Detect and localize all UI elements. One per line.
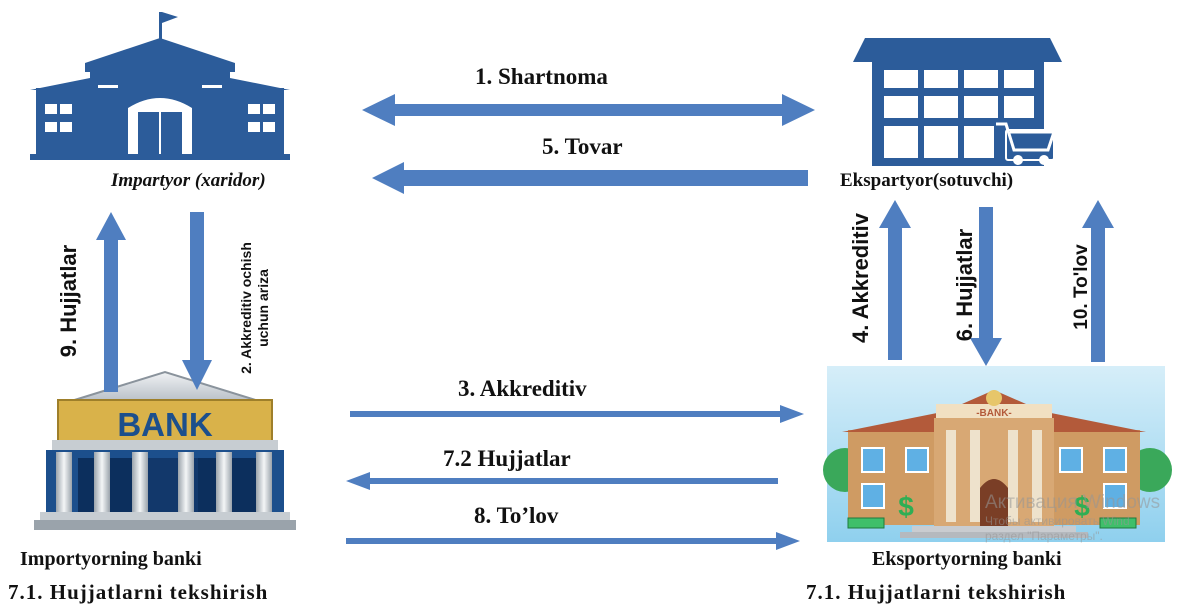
label-ariza-line1: 2. Akkreditiv ochish	[238, 242, 254, 374]
arrow-4-akkreditiv	[879, 200, 911, 360]
label-hujjatlar-7-2: 7.2 Hujjatlar	[443, 446, 571, 471]
exporter-label: Ekspartyor(sotuvchi)	[840, 170, 1014, 191]
label-akkreditiv: 3. Akkreditiv	[458, 376, 587, 401]
label-tolov-8: 8. To’lov	[474, 503, 559, 528]
arrow-1-shartnoma	[362, 94, 815, 126]
importer-building-icon	[30, 12, 290, 160]
arrows-group	[96, 94, 1114, 550]
check-label-right: 7.1. Hujjatlarni tekshirish	[806, 580, 1067, 604]
exporter-bank-label: Eksportyorning banki	[872, 548, 1062, 570]
label-tolov-10: 10. To'lov	[1071, 244, 1092, 330]
label-ariza-2: 2. Akkreditiv ochish uchun ariza	[238, 228, 278, 388]
activation-watermark-line2: Чтобы активировать Wind	[985, 514, 1130, 528]
arrow-9-hujjatlar	[96, 212, 126, 392]
importer-bank-label: Importyorning banki	[20, 548, 202, 570]
arrow-6-hujjatlar	[970, 207, 1002, 366]
exporter-shop-icon	[853, 38, 1062, 166]
label-akkreditiv-4: 4. Akkreditiv	[848, 212, 873, 343]
arrow-3-akkreditiv	[350, 405, 804, 423]
arrow-10-tolov	[1082, 200, 1114, 362]
label-shartnoma: 1. Shartnoma	[475, 64, 608, 89]
label-hujjatlar-9: 9. Hujjatlar	[56, 244, 81, 358]
dollar-icon-left: $	[898, 491, 914, 522]
importer-bank-icon: BANK	[34, 370, 296, 530]
shopping-cart-icon	[996, 122, 1057, 165]
importer-label: Impartyor (xaridor)	[111, 170, 266, 191]
arrow-8-tolov	[346, 532, 800, 550]
arrow-5-tovar	[372, 162, 808, 194]
label-tovar: 5. Tovar	[542, 134, 623, 159]
bank-sign-small: -BANK-	[976, 408, 1012, 419]
arrow-2-ariza	[182, 212, 212, 390]
arrow-7-2-hujjatlar	[346, 472, 778, 490]
dollar-icon-right: $	[1074, 491, 1090, 522]
exporter-bank-illustration: -BANK- $ $	[823, 366, 1172, 542]
label-ariza-line2: uchun ariza	[255, 269, 271, 347]
label-hujjatlar-6: 6. Hujjatlar	[952, 228, 977, 342]
activation-watermark-title: Активация Windows	[985, 492, 1161, 513]
check-label-left: 7.1. Hujjatlarni tekshirish	[8, 580, 269, 604]
activation-watermark-line3: раздел "Параметры".	[985, 529, 1103, 543]
bank-sign-text: BANK	[117, 406, 212, 443]
